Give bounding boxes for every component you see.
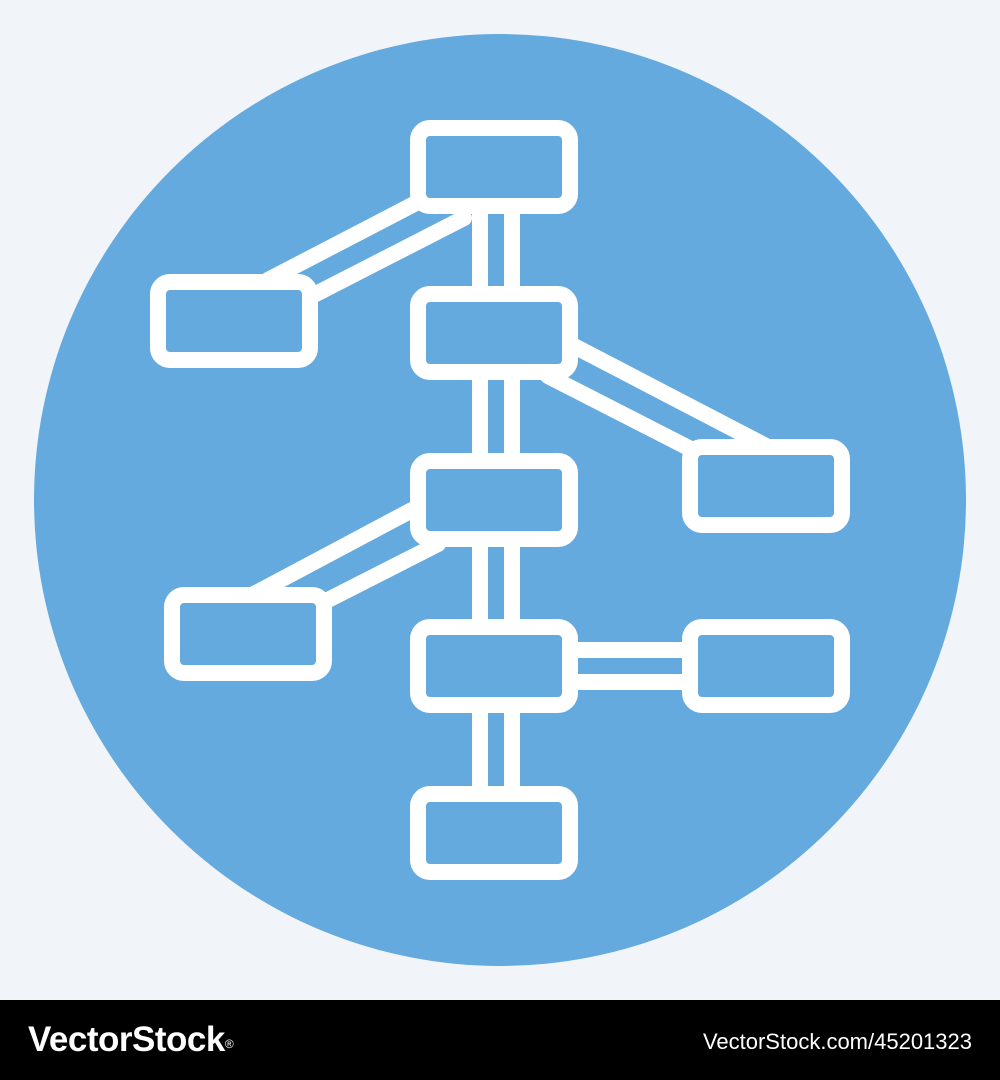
stock-id-url: VectorStock.com/45201323 — [702, 1029, 972, 1054]
trunk-segment-4 — [472, 700, 520, 800]
brand-name: VectorStock — [28, 1020, 225, 1059]
registered-mark: ® — [224, 1037, 234, 1051]
node-right-lower — [682, 619, 850, 713]
node-top — [410, 120, 578, 214]
node-boxes — [150, 120, 850, 880]
node-middle-2 — [410, 453, 578, 547]
vectorstock-logo: VectorStock® — [28, 1018, 234, 1062]
branch-horizontal-right — [562, 642, 698, 690]
node-middle-1 — [410, 286, 578, 380]
stock-image — [34, 34, 966, 966]
branch-lower-left — [246, 502, 446, 612]
node-right-upper — [682, 439, 850, 533]
node-left-lower — [164, 587, 332, 681]
hierarchy-diagram-icon — [34, 34, 966, 966]
node-left-upper — [150, 274, 318, 368]
node-bottom — [410, 786, 578, 880]
branch-upper-left — [260, 194, 472, 306]
node-middle-3 — [410, 619, 578, 713]
trunk-segment-3 — [472, 532, 520, 633]
watermark-footer: VectorStock® VectorStock.com/45201323 — [0, 1000, 1000, 1080]
trunk-segment-2 — [472, 367, 520, 468]
trunk-segment-1 — [472, 202, 520, 300]
